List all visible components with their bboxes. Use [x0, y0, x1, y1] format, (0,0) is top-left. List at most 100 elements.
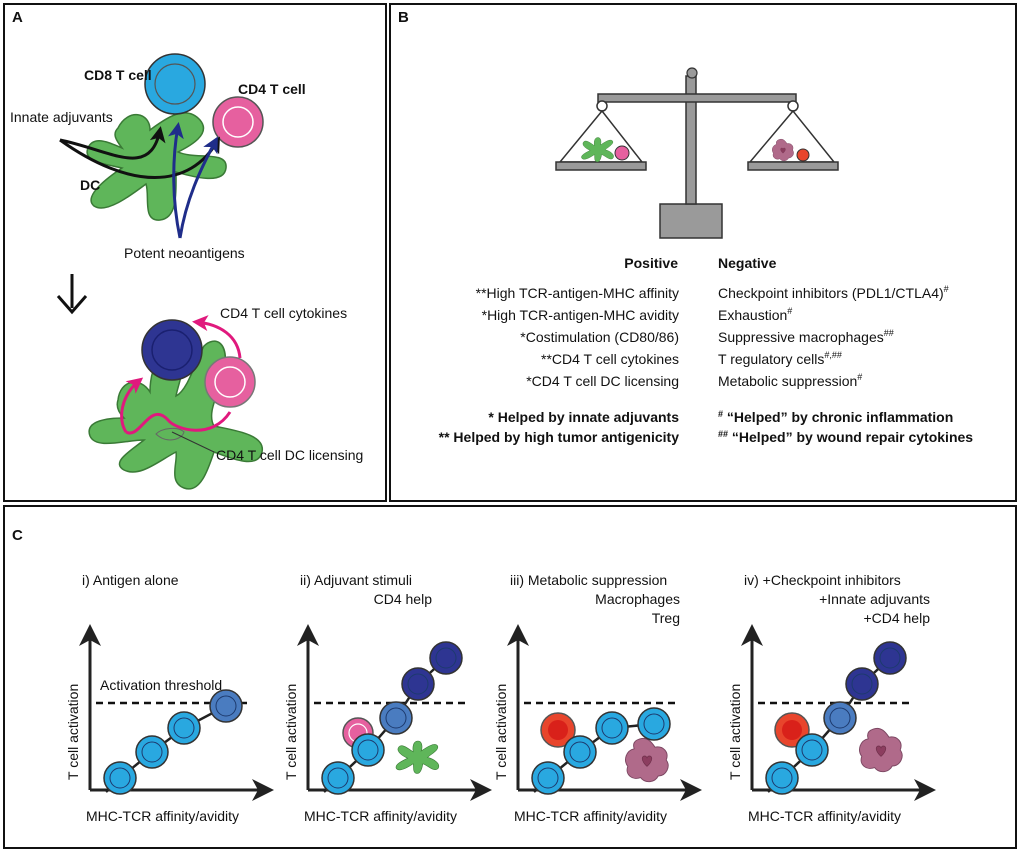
- negative-item: Metabolic suppression#: [718, 372, 862, 389]
- cd8-label: CD8 T cell: [84, 67, 152, 83]
- negative-item: Checkpoint inhibitors (PDL1/CTLA4)#: [718, 284, 949, 301]
- scale-cd4-icon: [614, 145, 630, 161]
- subplot-title-line: Treg: [652, 610, 680, 626]
- balance-scale: [555, 67, 839, 239]
- down-arrow-head: [56, 295, 88, 315]
- cd8-nucleus: [385, 707, 407, 729]
- x-axis-label: MHC-TCR affinity/avidity: [86, 808, 239, 824]
- subplot-title-line: iv) +Checkpoint inhibitors: [744, 572, 901, 588]
- negative-note-1: # “Helped” by chronic inflammation: [718, 409, 953, 425]
- negative-item-superscript: #,##: [824, 350, 842, 360]
- subplot-title-line: +Innate adjuvants: [819, 591, 930, 607]
- negative-item-text: Exhaustion: [718, 307, 787, 323]
- cd8-nucleus: [801, 739, 823, 761]
- y-axis-label: T cell activation: [65, 684, 81, 780]
- neoantigens-label: Potent neoantigens: [124, 245, 245, 261]
- cd8-t-cell: [531, 761, 565, 795]
- cd8-nucleus: [407, 673, 429, 695]
- cd8-nucleus: [601, 717, 623, 739]
- positive-item: **High TCR-antigen-MHC affinity: [476, 285, 679, 301]
- licensing-path: [125, 411, 232, 435]
- subplot-title-line: CD4 help: [374, 591, 433, 607]
- cd8-t-cell: [351, 733, 385, 767]
- cd8-nucleus: [879, 647, 901, 669]
- cd8-nucleus: [327, 767, 349, 789]
- cd8-nucleus: [141, 741, 163, 763]
- cd8-nucleus-activated: [151, 329, 193, 371]
- negative-note-2: ## “Helped” by wound repair cytokines: [718, 429, 973, 445]
- negative-item-superscript: #: [857, 372, 862, 382]
- cd8-nucleus-top: [154, 63, 196, 105]
- panel-c-border: [3, 505, 1017, 849]
- cd8-t-cell: [823, 701, 857, 735]
- cd8-t-cell-activated: [141, 319, 203, 381]
- cd8-nucleus: [851, 673, 873, 695]
- licensed-region: [155, 427, 185, 441]
- cd4-t-cell-top: [212, 96, 264, 148]
- dendritic-cell: [395, 740, 440, 774]
- negative-item: T regulatory cells#,##: [718, 350, 842, 367]
- licensing-arrow: [120, 377, 144, 433]
- x-axis-label: MHC-TCR affinity/avidity: [514, 808, 667, 824]
- cd8-t-cell: [167, 711, 201, 745]
- panel-b-letter: B: [398, 9, 409, 26]
- cd8-t-cell: [135, 735, 169, 769]
- macrophage: [859, 727, 903, 773]
- cd8-nucleus: [537, 767, 559, 789]
- cytokine-arrow: [192, 315, 242, 359]
- y-axis-label: T cell activation: [493, 684, 509, 780]
- positive-item: *Costimulation (CD80/86): [520, 329, 679, 345]
- treg-nucleus: [782, 720, 802, 740]
- cd8-nucleus: [435, 647, 457, 669]
- negative-item-text: Metabolic suppression: [718, 373, 857, 389]
- subplot-title-line: Macrophages: [595, 591, 680, 607]
- cd8-nucleus: [109, 767, 131, 789]
- negative-item: Suppressive macrophages##: [718, 328, 894, 345]
- cd8-t-cell: [103, 761, 137, 795]
- cd4-nucleus-bottom: [214, 366, 246, 398]
- positive-header: Positive: [624, 255, 678, 271]
- x-axis-label: MHC-TCR affinity/avidity: [304, 808, 457, 824]
- cd4-nucleus-top: [222, 106, 254, 138]
- positive-note-1: * Helped by innate adjuvants: [488, 409, 679, 425]
- positive-note-2: ** Helped by high tumor antigenicity: [439, 429, 680, 445]
- positive-item: *CD4 T cell DC licensing: [526, 373, 679, 389]
- cd4-t-cell-bottom: [204, 356, 256, 408]
- negative-item: Exhaustion#: [718, 306, 792, 323]
- scale-dc-icon: [581, 137, 614, 163]
- panel-a-letter: A: [12, 9, 23, 26]
- cd8-t-cell: [379, 701, 413, 735]
- cd8-nucleus: [357, 739, 379, 761]
- x-axis-label: MHC-TCR affinity/avidity: [748, 808, 901, 824]
- cd8-t-cell: [401, 667, 435, 701]
- positive-list: **High TCR-antigen-MHC affinity *High TCR…: [476, 285, 679, 389]
- cd8-t-cell-top: [144, 53, 206, 115]
- y-axis-label: T cell activation: [727, 684, 743, 780]
- cd8-t-cell: [845, 667, 879, 701]
- positive-item: *High TCR-antigen-MHC avidity: [482, 307, 679, 323]
- cd8-t-cell: [765, 761, 799, 795]
- cd8-nucleus: [771, 767, 793, 789]
- subplot-title-line: i) Antigen alone: [82, 572, 179, 588]
- cd8-t-cell: [873, 641, 907, 675]
- negative-item-text: T regulatory cells: [718, 351, 824, 367]
- negative-header: Negative: [718, 255, 777, 271]
- macrophage: [625, 737, 669, 783]
- cd8-t-cell: [209, 689, 243, 723]
- dc-label: DC: [80, 177, 100, 193]
- negative-list: Checkpoint inhibitors (PDL1/CTLA4)#Exhau…: [718, 284, 949, 389]
- negative-item-text: Checkpoint inhibitors (PDL1/CTLA4): [718, 285, 944, 301]
- neoantigen-arrow-1: [168, 122, 184, 239]
- subplot-4: iv) +Checkpoint inhibitors +Innate adjuva…: [727, 572, 936, 824]
- innate-adjuvant-arrow-1: [59, 126, 166, 160]
- y-axis-label: T cell activation: [283, 684, 299, 780]
- threshold-label: Activation threshold: [100, 677, 222, 693]
- negative-item-superscript: #: [787, 306, 792, 316]
- cd4-label: CD4 T cell: [238, 81, 306, 97]
- panel-b-border: [389, 3, 1017, 502]
- panel-a-border: [3, 3, 387, 502]
- cd8-t-cell: [795, 733, 829, 767]
